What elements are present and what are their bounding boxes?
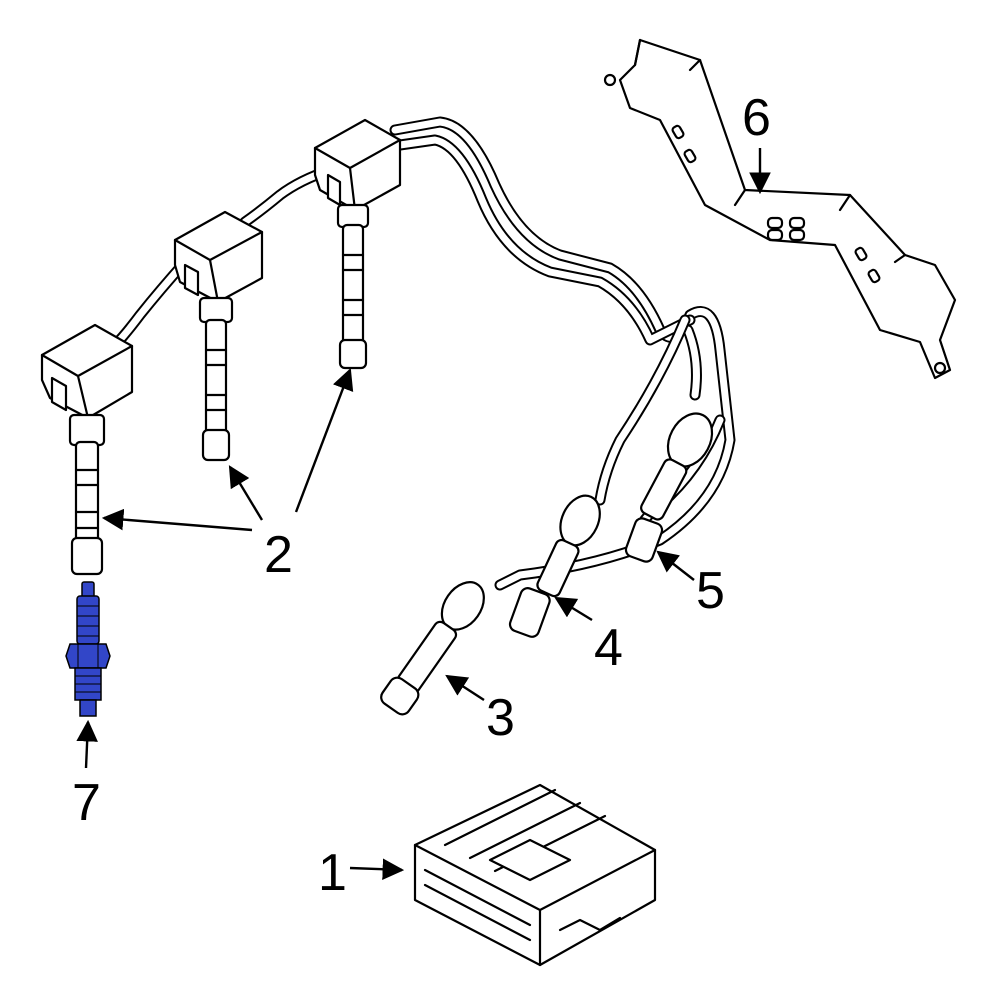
ignition-coil bbox=[313, 118, 402, 370]
ecu-module bbox=[413, 783, 657, 967]
bracket bbox=[603, 38, 957, 380]
leader-arrow bbox=[76, 719, 98, 769]
callout-label-3: 3 bbox=[486, 689, 515, 747]
leader-arrow bbox=[101, 508, 253, 532]
leader-arrow bbox=[294, 367, 354, 513]
leader-arrow bbox=[349, 858, 405, 881]
callout-label-5: 5 bbox=[696, 562, 725, 620]
callout-label-2: 2 bbox=[264, 526, 293, 584]
spark-plug-wire-boot bbox=[508, 494, 601, 638]
leader-arrow bbox=[554, 596, 593, 622]
callout-label-6: 6 bbox=[742, 89, 771, 147]
ignition-coil bbox=[40, 323, 134, 576]
leader-arrow bbox=[445, 674, 485, 702]
callout-label-1: 1 bbox=[318, 844, 347, 902]
spark-plug bbox=[65, 581, 111, 717]
leader-arrow bbox=[228, 465, 264, 521]
leader-arrow bbox=[656, 550, 695, 581]
callout-label-4: 4 bbox=[594, 619, 623, 677]
callout-label-7: 7 bbox=[72, 774, 101, 832]
spark-plug-wire-boot bbox=[624, 412, 714, 563]
ignition-coil bbox=[173, 210, 264, 462]
spark-plug-wire-boot bbox=[380, 581, 485, 716]
